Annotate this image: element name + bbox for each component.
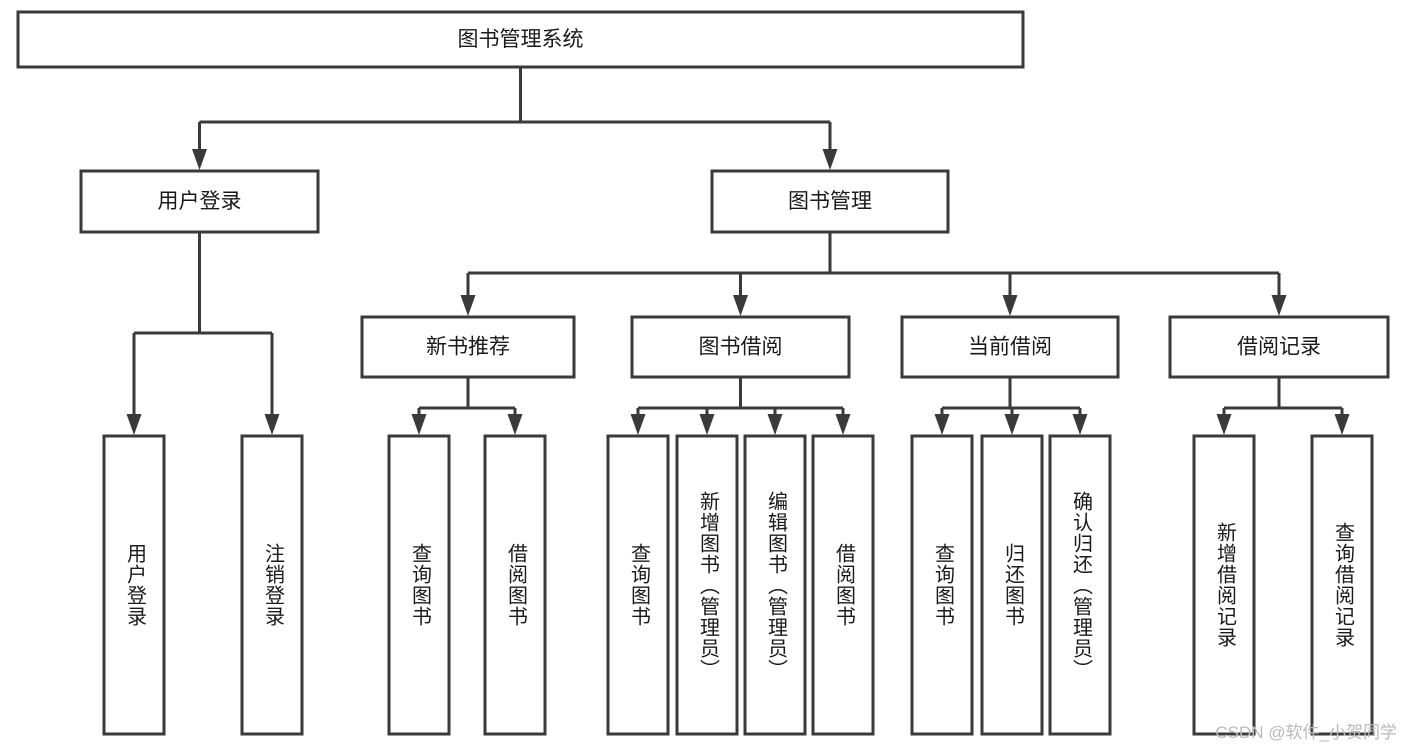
- node-book-borrow[interactable]: 图书借阅: [630, 315, 851, 379]
- connector-group: [1216, 377, 1350, 435]
- node-leaf-add-record[interactable]: [1192, 434, 1256, 736]
- node-user-login[interactable]: 用户登录: [79, 169, 320, 234]
- node-leaf-query-record[interactable]: [1310, 434, 1374, 736]
- node-root-root[interactable]: 图书管理系统: [16, 10, 1025, 69]
- node-box[interactable]: [1310, 434, 1374, 736]
- node-box[interactable]: [710, 169, 950, 234]
- node-box[interactable]: [16, 10, 1025, 69]
- node-box[interactable]: [910, 434, 974, 736]
- node-borrow-record[interactable]: 借阅记录: [1168, 315, 1390, 379]
- connector-group: [192, 67, 838, 170]
- arrow-head-icon: [699, 414, 715, 435]
- arrow-head-icon: [934, 414, 950, 435]
- node-box[interactable]: [360, 315, 576, 379]
- node-box[interactable]: [240, 434, 304, 736]
- node-leaf-add-book[interactable]: [675, 434, 739, 736]
- connector-group: [411, 377, 523, 435]
- node-box[interactable]: [1168, 315, 1390, 379]
- node-leaf-return-book[interactable]: [980, 434, 1044, 736]
- arrow-head-icon: [733, 295, 748, 316]
- node-leaf-borrow-book-2[interactable]: [811, 434, 875, 736]
- node-box[interactable]: [102, 434, 166, 736]
- connector-group: [460, 232, 1287, 316]
- node-box[interactable]: [1192, 434, 1256, 736]
- arrow-head-icon: [767, 414, 783, 435]
- arrow-head-icon: [507, 414, 523, 435]
- connector-group: [934, 377, 1088, 435]
- arrow-head-icon: [1002, 295, 1018, 316]
- arrow-head-icon: [460, 295, 476, 316]
- node-leaf-user-login[interactable]: [102, 434, 166, 736]
- arrow-head-icon: [1216, 414, 1232, 435]
- node-label: 当前借阅: [968, 336, 1052, 359]
- arrow-head-icon: [835, 414, 851, 435]
- arrow-head-icon: [1334, 414, 1350, 435]
- node-box[interactable]: [743, 434, 807, 736]
- node-leaf-confirm-return[interactable]: [1048, 434, 1112, 736]
- arrow-head-icon: [1271, 295, 1287, 316]
- node-box[interactable]: [606, 434, 670, 736]
- node-box[interactable]: [387, 434, 451, 736]
- arrow-head-icon: [630, 414, 646, 435]
- node-label: 用户登录: [158, 190, 242, 213]
- arrow-head-icon: [126, 414, 142, 435]
- connectors-layer: [126, 67, 1350, 435]
- node-leaf-query-book-1[interactable]: [387, 434, 451, 736]
- node-label: 图书管理: [788, 190, 872, 213]
- node-leaf-borrow-book-1[interactable]: [483, 434, 547, 736]
- node-book-manage[interactable]: 图书管理: [710, 169, 950, 234]
- node-box[interactable]: [1048, 434, 1112, 736]
- arrow-head-icon: [411, 414, 427, 435]
- node-box[interactable]: [900, 315, 1120, 379]
- node-current-borrow[interactable]: 当前借阅: [900, 315, 1120, 379]
- node-label: 新书推荐: [426, 336, 510, 359]
- connector-group: [630, 377, 851, 435]
- node-box[interactable]: [980, 434, 1044, 736]
- arrow-head-icon: [264, 414, 280, 435]
- node-box[interactable]: [79, 169, 320, 234]
- node-box[interactable]: [483, 434, 547, 736]
- node-leaf-query-book-3[interactable]: [910, 434, 974, 736]
- node-new-book-recommend[interactable]: 新书推荐: [360, 315, 576, 379]
- node-label: 图书借阅: [699, 336, 783, 359]
- arrow-head-icon: [192, 149, 207, 170]
- node-leaf-edit-book[interactable]: [743, 434, 807, 736]
- arrow-head-icon: [1072, 414, 1088, 435]
- node-box[interactable]: [811, 434, 875, 736]
- arrow-head-icon: [1004, 414, 1020, 435]
- node-box[interactable]: [630, 315, 851, 379]
- connector-group: [126, 232, 280, 435]
- node-label: 图书管理系统: [458, 28, 584, 51]
- node-leaf-logout[interactable]: [240, 434, 304, 736]
- node-leaf-query-book-2[interactable]: [606, 434, 670, 736]
- node-label: 借阅记录: [1237, 336, 1321, 359]
- arrow-head-icon: [822, 149, 838, 170]
- node-box[interactable]: [675, 434, 739, 736]
